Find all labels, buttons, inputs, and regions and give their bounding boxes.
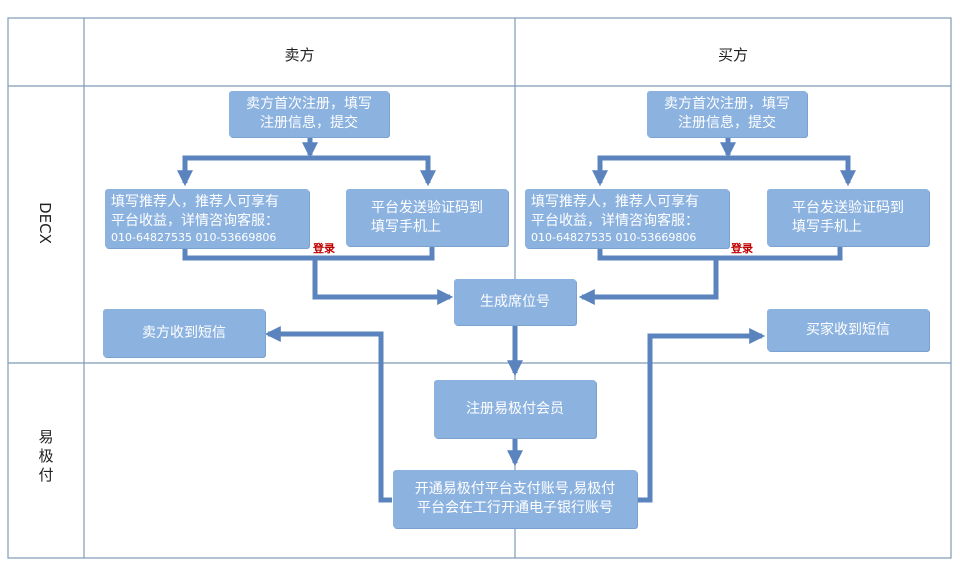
buyer-merge-line xyxy=(597,246,843,261)
yijifu-member-box: 注册易极付会员 xyxy=(434,380,596,438)
seller-branch-left-arrow xyxy=(176,155,310,187)
payment-account-line-1: 开通易极付平台支付账号,易极付 xyxy=(414,481,616,497)
seller-verify-box: 平台发送验证码到 填写手机上 xyxy=(346,189,508,246)
buyer-verify-line-2: 填写手机上 xyxy=(792,218,862,235)
seller-merge-line xyxy=(182,246,435,261)
buyer-login-label: 登录 xyxy=(731,242,753,255)
seller-sms-box: 卖方收到短信 xyxy=(103,309,265,357)
buyer-branch-left-arrow xyxy=(591,155,728,187)
buyer-referrer-line-1: 填写推荐人，推荐人可享有 xyxy=(531,194,699,210)
seller-login-label: 登录 xyxy=(313,242,335,255)
seller-branch-right-arrow xyxy=(310,155,437,187)
buyer-to-seat-arrow xyxy=(578,258,719,306)
buyer-verify-box: 平台发送验证码到 填写手机上 xyxy=(767,189,929,246)
seller-to-seat-arrow xyxy=(312,258,454,306)
swimlane-grid xyxy=(7,17,952,559)
seller-referrer-phone: 010-64827535 010-53669806 xyxy=(111,231,277,244)
seller-referrer-line-1: 填写推荐人，推荐人可享有 xyxy=(111,194,279,210)
seller-register-line-1: 卖方首次注册，填写 xyxy=(246,96,372,112)
buyer-referrer-phone: 010-64827535 010-53669806 xyxy=(531,231,697,244)
buyer-register-line-1: 卖方首次注册，填写 xyxy=(664,96,790,112)
buyer-branch-right-arrow xyxy=(728,155,857,187)
lane-label-yijifu: 易极付 xyxy=(38,428,54,484)
seller-register-line-2: 注册信息，提交 xyxy=(260,115,358,131)
seller-referrer-line-2: 平台收益，详情咨询客服： xyxy=(111,213,279,229)
buyer-register-box: 卖方首次注册，填写 注册信息，提交 xyxy=(647,91,807,137)
payment-account-box: 开通易极付平台支付账号,易极付 平台会在工行开通电子银行账号 xyxy=(393,470,637,528)
seller-verify-line-2: 填写手机上 xyxy=(371,218,441,235)
seller-referrer-box: 填写推荐人，推荐人可享有 平台收益，详情咨询客服： 010-64827535 0… xyxy=(105,189,309,248)
lane-label-decx: DECX xyxy=(36,202,54,244)
seat-number-box: 生成席位号 xyxy=(454,279,576,325)
account-to-buyer-sms-arrow xyxy=(636,327,766,503)
buyer-verify-line-1: 平台发送验证码到 xyxy=(792,199,904,216)
buyer-register-line-2: 注册信息，提交 xyxy=(678,115,776,131)
buyer-referrer-box: 填写推荐人，推荐人可享有 平台收益，详情咨询客服： 010-64827535 0… xyxy=(525,189,729,248)
buyer-sms-box: 买家收到短信 xyxy=(767,309,929,351)
seller-register-box: 卖方首次注册，填写 注册信息，提交 xyxy=(229,91,389,137)
seller-column-header: 卖方 xyxy=(284,46,315,64)
payment-account-line-2: 平台会在工行开通电子银行账号 xyxy=(416,500,613,516)
seller-verify-line-1: 平台发送验证码到 xyxy=(371,199,483,216)
buyer-column-header: 买方 xyxy=(717,46,748,64)
account-to-seller-sms-arrow xyxy=(264,325,392,503)
buyer-referrer-line-2: 平台收益，详情咨询客服： xyxy=(531,213,699,229)
